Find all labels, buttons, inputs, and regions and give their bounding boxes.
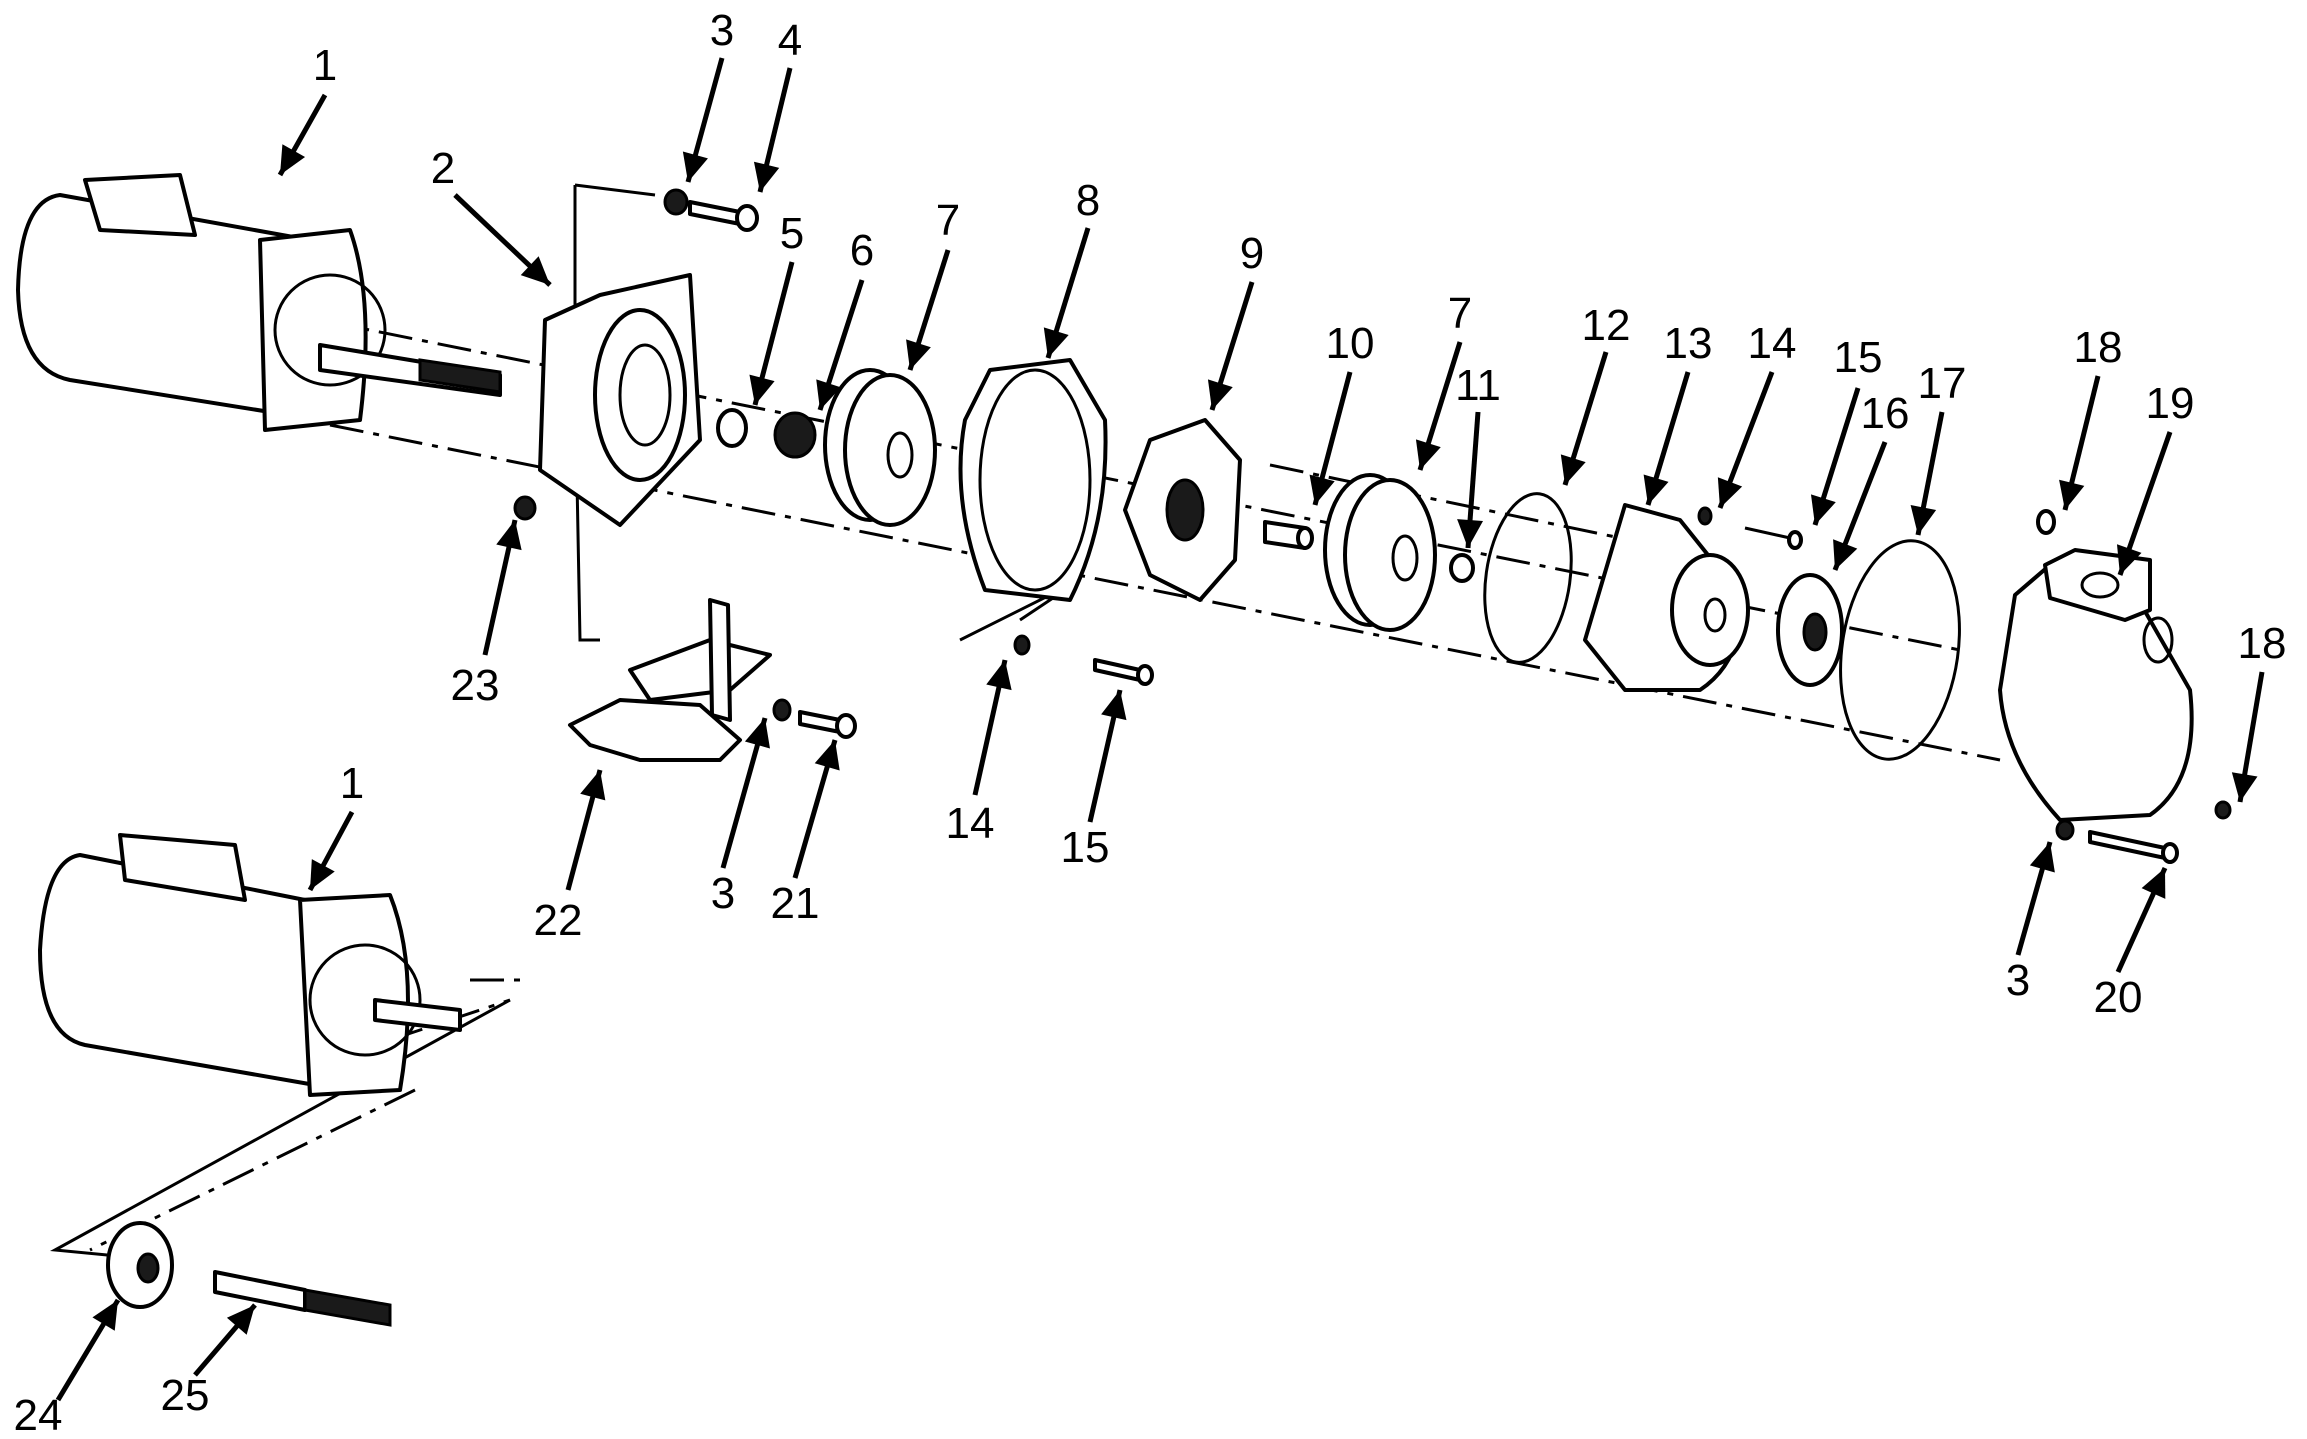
callout-9: 9 [1240,229,1264,278]
seal-plate-13 [1583,503,1750,692]
arrowhead-2 [682,151,708,182]
callout-24: 24 [14,1391,63,1439]
callout-labels: 1 2 3 4 5 6 7 8 9 10 7 11 12 13 14 15 16… [14,6,2287,1439]
callout-25: 25 [161,1371,210,1420]
arrowhead-5 [816,379,841,410]
arrowhead-11 [1457,519,1484,548]
arrowhead-10 [1415,439,1441,470]
callout-5: 5 [780,209,804,258]
callout-20: 20 [2094,973,2143,1022]
callout-18-right: 18 [2238,619,2287,668]
arrowhead-0 [280,144,306,175]
arrowhead-9 [1309,474,1335,505]
callout-2: 2 [431,144,455,193]
callout-22: 22 [534,896,583,945]
pump-casing-19 [1998,548,2194,822]
screw-15-upper [1697,506,1803,550]
callout-14-upper: 14 [1748,319,1797,368]
callout-7-right: 7 [1448,289,1472,338]
arrowhead-23 [744,718,770,749]
arrowhead-12 [1560,454,1586,485]
callout-6: 6 [850,226,874,275]
screw-15-lower [1013,634,1154,686]
callout-17: 17 [1918,359,1967,408]
arrowhead-26 [1101,690,1127,721]
shaft-kit [106,1221,392,1327]
arrowhead-14 [1717,477,1743,508]
arrowhead-19 [2116,544,2142,575]
callout-13: 13 [1664,319,1713,368]
diffuser-7b [1323,473,1437,632]
diffuser-7a [823,368,937,527]
o-ring-12 [1483,492,1573,664]
callout-3-lower: 3 [711,869,735,918]
adapter-bracket [538,273,702,527]
bolt-4 [663,188,759,232]
arrowhead-4 [749,374,775,405]
arrowhead-8 [1207,379,1233,410]
arrowhead-25 [986,660,1012,691]
callout-1-upper: 1 [313,41,337,90]
plug-23 [513,495,537,521]
callout-23: 23 [451,661,500,710]
motor-lower [38,833,462,1097]
bolt-21 [772,698,857,739]
seal-parts [716,408,817,459]
wear-ring-16 [1776,573,1844,687]
washer-11 [1449,553,1475,583]
motor-upper [16,173,502,432]
arrowhead-30 [92,1300,118,1331]
arrowhead-27 [2029,842,2055,873]
callout-19: 19 [2146,379,2195,428]
arrowhead-7 [1043,327,1069,358]
arrowhead-22 [580,770,606,801]
callout-15-upper: 15 [1834,333,1883,382]
callout-3-top: 3 [710,6,734,55]
callout-10: 10 [1326,319,1375,368]
arrowhead-3 [753,161,780,192]
arrowhead-20 [2231,772,2258,802]
stage-housing-8 [958,358,1108,602]
arrowhead-16 [1833,539,1858,570]
callout-8: 8 [1076,176,1100,225]
arrowhead-31 [226,1305,255,1335]
callout-arrows [55,57,2265,1402]
callout-12: 12 [1582,301,1631,350]
arrowhead-13 [1643,474,1669,505]
callout-16: 16 [1861,389,1910,438]
mounting-foot-22 [568,598,772,762]
callout-14-lower: 14 [946,799,995,848]
arrowhead-24 [814,740,840,771]
plugs-18 [2036,509,2232,820]
bolt-20 [2055,819,2179,864]
callout-1-lower: 1 [340,759,364,808]
callout-15-lower: 15 [1061,823,1110,872]
arrowhead-17 [1910,505,1937,535]
spacer-10 [1263,520,1314,550]
arrowhead-28 [2141,868,2166,899]
callout-7-left: 7 [936,196,960,245]
arrowhead-1 [520,256,550,285]
arrowhead-15 [1810,494,1836,525]
callout-21: 21 [771,879,820,928]
callout-11: 11 [1455,361,1501,410]
arrowhead-6 [906,339,931,370]
o-ring-17 [1839,539,1961,761]
arrowhead-29 [310,859,335,890]
callout-4: 4 [778,16,802,65]
arrowhead-18 [2059,479,2085,510]
impeller-9 [1123,418,1242,602]
arrowhead-21 [496,520,522,551]
callout-3-right: 3 [2006,956,2030,1005]
callout-18-upper: 18 [2074,323,2123,372]
